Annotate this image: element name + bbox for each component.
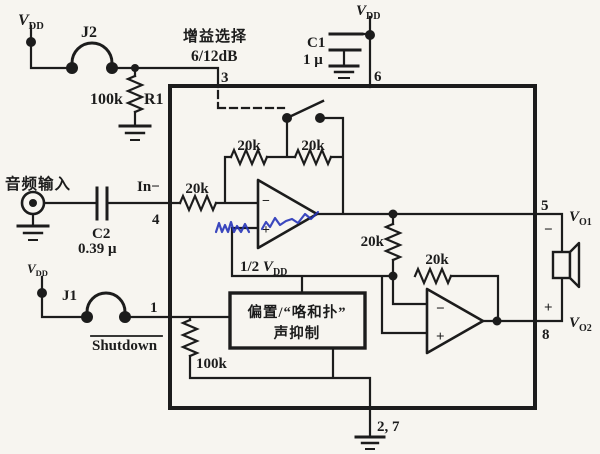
op2-output-junction: [492, 316, 502, 326]
watermark-scribble-left: [214, 220, 251, 234]
gain-control-dashed-line: [216, 89, 286, 110]
jumper-j2-arc: [70, 41, 114, 65]
j2-left-terminal: [66, 62, 78, 74]
c1-name-label: C1: [307, 35, 325, 51]
resistor-input-20k: [178, 193, 218, 213]
bias-box-line1: 偏置/“咯和扑”: [247, 303, 346, 321]
resistor-op2fb-20k: [413, 266, 453, 286]
half-vdd-label: 1/2 VDD: [240, 259, 287, 278]
text-labels: VDD J2 100k R1 增益选择 6/12dB 3 VDD C1 1 μ …: [5, 3, 592, 435]
resistor-mid-20k: [383, 222, 403, 262]
pin5-label: 5: [541, 198, 549, 214]
resistor-r1-100k: [125, 74, 145, 114]
pin8-label: 8: [542, 327, 550, 343]
gain-select-label: 增益选择: [183, 27, 247, 45]
j2-label: J2: [81, 24, 97, 41]
vdd-label-topright: VDD: [356, 3, 380, 22]
mid-node-junction: [388, 271, 398, 281]
op1-plus-sign: +: [262, 223, 270, 238]
resistor-feedback1-20k: [229, 147, 269, 167]
shutdown-r-value-label: 100k: [196, 356, 228, 372]
r1-value-label: 100k: [90, 91, 123, 108]
pin3-label: 3: [221, 70, 229, 86]
fb-r1-value-label: 20k: [237, 138, 261, 154]
ground-c1: [328, 64, 360, 79]
jumper-j1-arc: [85, 291, 127, 314]
shutdown-label: Shutdown: [92, 338, 158, 354]
vdd-shutdown-dot: [37, 288, 47, 298]
resistor-shutdown-100k: [180, 318, 200, 358]
vdd-label-shutdown: VDD: [27, 261, 48, 278]
switch-right-contact: [315, 113, 325, 123]
fb-r2-value-label: 20k: [301, 138, 325, 154]
ground-r1: [118, 124, 152, 141]
vdd-tap-dot: [26, 37, 36, 47]
op2-fb-r-value-label: 20k: [425, 252, 449, 268]
c2-value-label: 0.39 μ: [78, 241, 117, 257]
switch-left-contact: [282, 113, 292, 123]
j1-right-terminal: [119, 311, 131, 323]
opamp1-triangle: [256, 178, 319, 250]
audio-input-label: 音频输入: [5, 174, 71, 193]
j2-right-terminal: [106, 62, 118, 74]
ground-audio-input: [16, 224, 50, 241]
capacitor-c2-plates: [95, 186, 109, 221]
pin1-label: 1: [150, 300, 158, 316]
vo1-label: VO1: [569, 209, 592, 228]
wire-net: [29, 15, 564, 439]
mid-r-value-label: 20k: [361, 234, 385, 250]
junction-dots: [26, 30, 502, 326]
op2-plus-sign: +: [436, 329, 445, 345]
j1-label: J1: [62, 288, 77, 304]
watermark-scribble-right: [260, 210, 320, 231]
c2-name-label: C2: [92, 226, 110, 242]
vdd-label-topleft: VDD: [18, 12, 44, 32]
op2-minus-sign: −: [436, 301, 445, 317]
opamp2-triangle: [425, 287, 485, 355]
input-r-value-label: 20k: [185, 181, 209, 197]
op1-output-junction: [388, 209, 398, 219]
speaker-symbol: [551, 241, 581, 289]
ic-boundary-box: [168, 84, 537, 410]
op1-minus-sign: −: [262, 194, 270, 209]
pin2-7-label: 2, 7: [377, 419, 400, 435]
gain-value-label: 6/12dB: [191, 48, 238, 65]
j1-left-terminal: [81, 311, 93, 323]
c1-junction-dot: [365, 30, 375, 40]
bias-box-line2: 声抑制: [273, 324, 321, 342]
circuit-wires: [16, 15, 564, 450]
in-minus-label: In−: [137, 179, 160, 195]
gain-switch-lever: [285, 99, 325, 120]
pin6-label: 6: [374, 69, 382, 85]
bias-pop-suppression-box: [228, 291, 367, 350]
ground-pin2-7: [354, 435, 386, 450]
r1-junction-dot: [131, 64, 139, 72]
audio-input-connector: [20, 190, 46, 216]
c1-value-label: 1 μ: [303, 52, 323, 68]
pin4-label: 4: [152, 212, 160, 228]
vo2-label: VO2: [569, 315, 592, 334]
watermark-scribble: [214, 210, 320, 234]
speaker-plus-sign: +: [544, 300, 553, 316]
r1-name-label: R1: [144, 91, 164, 108]
capacitor-c1-plates: [328, 32, 364, 52]
speaker-minus-sign: −: [544, 222, 553, 238]
resistor-feedback2-20k: [293, 147, 333, 167]
